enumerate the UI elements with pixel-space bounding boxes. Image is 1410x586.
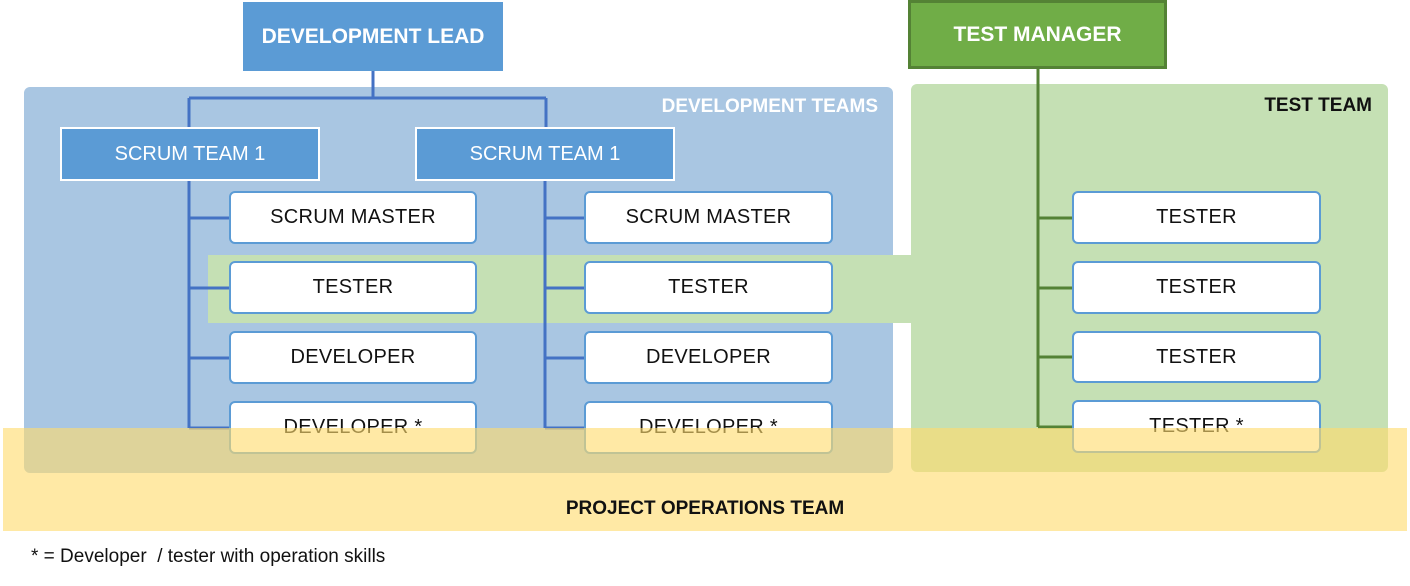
team-1-scrum-master: SCRUM MASTER bbox=[229, 191, 477, 244]
test-team-tester-2: TESTER bbox=[1072, 261, 1321, 314]
test-team-tester-3: TESTER bbox=[1072, 331, 1321, 383]
team-2-scrum-master: SCRUM MASTER bbox=[584, 191, 833, 244]
test-team-label: TEST TEAM bbox=[1264, 95, 1372, 116]
team-1-developer: DEVELOPER bbox=[229, 331, 477, 384]
team-1-tester: TESTER bbox=[229, 261, 477, 314]
scrum-team-2-header: SCRUM TEAM 1 bbox=[415, 127, 675, 181]
team-2-developer: DEVELOPER bbox=[584, 331, 833, 384]
operations-team-band bbox=[3, 428, 1407, 531]
development-teams-label: DEVELOPMENT TEAMS bbox=[661, 96, 878, 117]
operations-team-label: PROJECT OPERATIONS TEAM bbox=[565, 498, 845, 519]
test-manager-box: TEST MANAGER bbox=[908, 0, 1167, 69]
development-lead-box: DEVELOPMENT LEAD bbox=[243, 2, 503, 71]
footnote: * = Developer / tester with operation sk… bbox=[31, 546, 386, 567]
team-2-tester: TESTER bbox=[584, 261, 833, 314]
scrum-team-1-header: SCRUM TEAM 1 bbox=[60, 127, 320, 181]
test-team-tester-1: TESTER bbox=[1072, 191, 1321, 244]
